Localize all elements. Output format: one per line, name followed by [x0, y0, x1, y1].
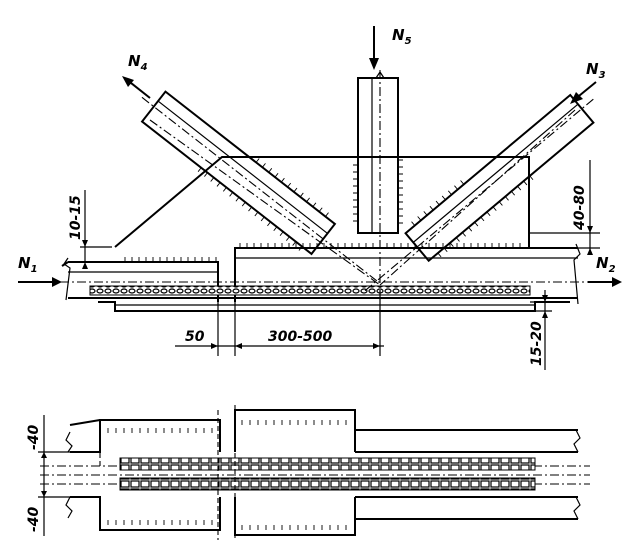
force-arrow-n3 — [570, 81, 597, 104]
gusset-plate — [114, 156, 530, 248]
dimension-gap-right: 40-80 — [530, 160, 600, 255]
dimension-gap-top: 10-15 — [68, 190, 112, 269]
centerline-right — [379, 109, 576, 286]
force-label-n1: N1 — [18, 254, 38, 275]
force-label-n2: N2 — [596, 254, 616, 275]
force-arrow-n1 — [18, 277, 62, 287]
dimension-offset-bottom-label: 15-20 — [529, 321, 545, 366]
dimension-overlap-label: 50 — [185, 329, 205, 345]
vertical-member — [353, 70, 403, 292]
dimension-offset-bottom: 15-20 — [529, 290, 552, 370]
left-diagonal — [140, 90, 379, 283]
top-chord — [60, 243, 590, 312]
plan-dimension-top-label: -40 — [26, 424, 42, 450]
force-arrow-n5 — [369, 26, 379, 70]
plan-dimension-bottom-label: -40 — [26, 506, 42, 532]
force-arrow-n2 — [588, 277, 622, 287]
weld-ticks-chord — [124, 243, 521, 262]
force-label-n5: N5 — [392, 26, 412, 47]
dimension-gap-right-label: 40-80 — [572, 185, 588, 231]
force-arrow-n4 — [122, 76, 151, 99]
right-diagonal — [364, 93, 596, 292]
plan-view: -40 -40 — [26, 405, 590, 540]
centerline-left — [149, 119, 381, 286]
dimension-weld-length-label: 300-500 — [268, 329, 333, 345]
force-label-n4: N4 — [128, 52, 148, 73]
dimension-gap-top-label: 10-15 — [68, 195, 84, 240]
dimension-line-bottom: 50 300-500 — [175, 290, 384, 356]
force-label-n3: N3 — [586, 60, 606, 81]
